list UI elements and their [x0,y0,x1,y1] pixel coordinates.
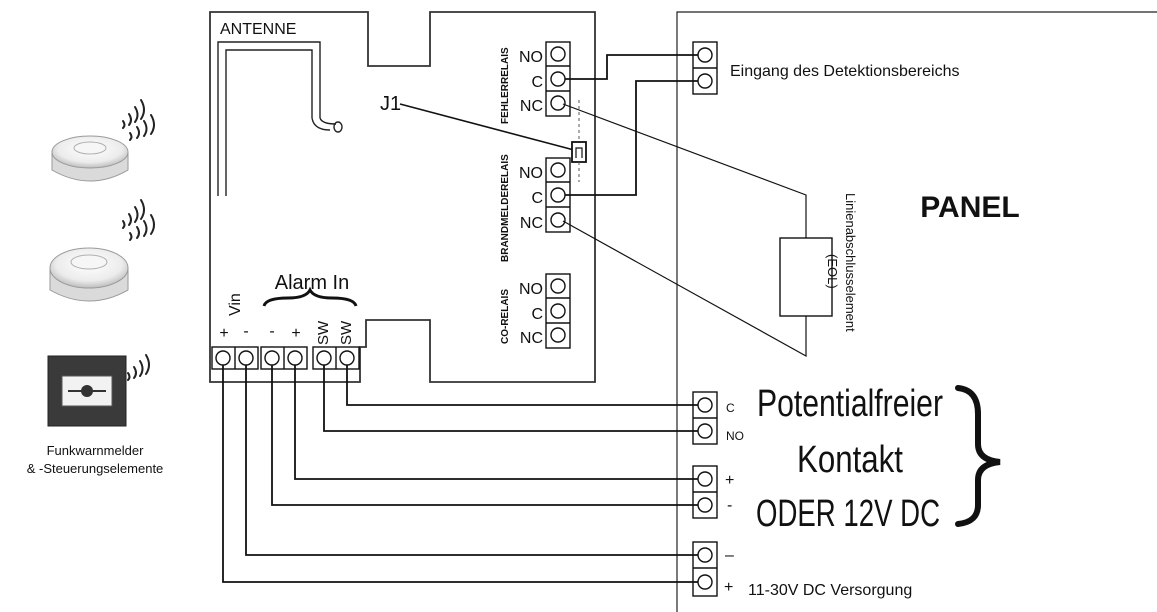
signal-waves-icon-3 [127,354,150,381]
wiring [222,54,807,583]
fire-relay-nc: NC [520,215,543,232]
supply-plus-label: + [724,579,733,596]
module-board [209,11,596,383]
co-relay-no: NO [519,281,543,298]
brace-text-line1: Potentialfreier [757,383,943,425]
panel-title: PANEL [920,191,1019,224]
vin-plus-label: + [219,325,228,342]
brace-text-line3: ODER 12V DC [756,493,940,535]
devices-caption-line1: Funkwarnmelder [47,443,144,458]
supply-label: 11-30V DC Versorgung [748,582,912,599]
fire-relay-no: NO [519,165,543,182]
signal-waves-icon-2 [122,199,155,241]
eol-label-line1: Linienabschlusselement [843,193,858,332]
fault-relay-c: C [531,74,543,91]
fire-relay-c: C [531,190,543,207]
co-relay-nc: NC [520,330,543,347]
detection-input-label: Eingang des Detektionsbereichs [730,63,959,80]
dc-input-terminal [692,465,718,519]
dc-minus-label: - [727,497,732,514]
contact-no-label: NO [726,429,744,443]
fault-relay-nc: NC [520,98,543,115]
alarm-in-terminal-block [260,346,308,370]
co-relay-c: C [531,306,543,323]
jumper-pointer [399,103,575,151]
eol-label-line2: (EOL) [825,254,840,289]
dc-plus-label: + [725,472,734,489]
vin-terminal-block [211,346,259,370]
right-brace [955,385,1001,527]
sw1-label: SW [315,320,332,345]
vin-minus-label: - [243,323,248,340]
antenna-label: ANTENNE [220,21,296,38]
signal-waves-icon-1 [122,99,155,141]
relay-label-co: CO-RELAIS [500,289,511,344]
dry-contact-terminal [692,391,718,445]
smoke-detector-icon-2 [49,247,129,302]
supply-terminal [692,541,718,597]
sw-terminal-block [312,346,360,370]
contact-c-label: C [726,401,735,415]
sw2-label: SW [338,320,355,345]
smoke-detector-icon-1 [51,135,129,182]
jumper-j1 [571,141,587,163]
co-relay-terminal-block [545,273,571,349]
supply-minus-label: – [725,547,734,564]
manual-call-point-icon [47,355,127,427]
alarm-plus-label: + [291,325,300,342]
brace-text-line2: Kontakt [797,439,903,481]
antenna-icon [217,41,343,196]
detection-input-terminal [692,41,718,95]
fault-relay-no: NO [519,49,543,66]
alarm-in-brace [262,286,358,307]
alarm-minus-label: - [269,323,274,340]
vin-label: Vin [227,293,244,316]
eol-resistor [779,237,833,317]
alarm-in-label: Alarm In [275,272,349,294]
jumper-label: J1 [380,93,401,115]
relay-label-fire: BRANDMELDERELAIS [500,154,511,262]
relay-label-fault: FEHLERRELAIS [500,47,511,124]
panel-box [676,11,1157,612]
devices-caption-line2: & -Steuerungselemente [27,461,164,476]
